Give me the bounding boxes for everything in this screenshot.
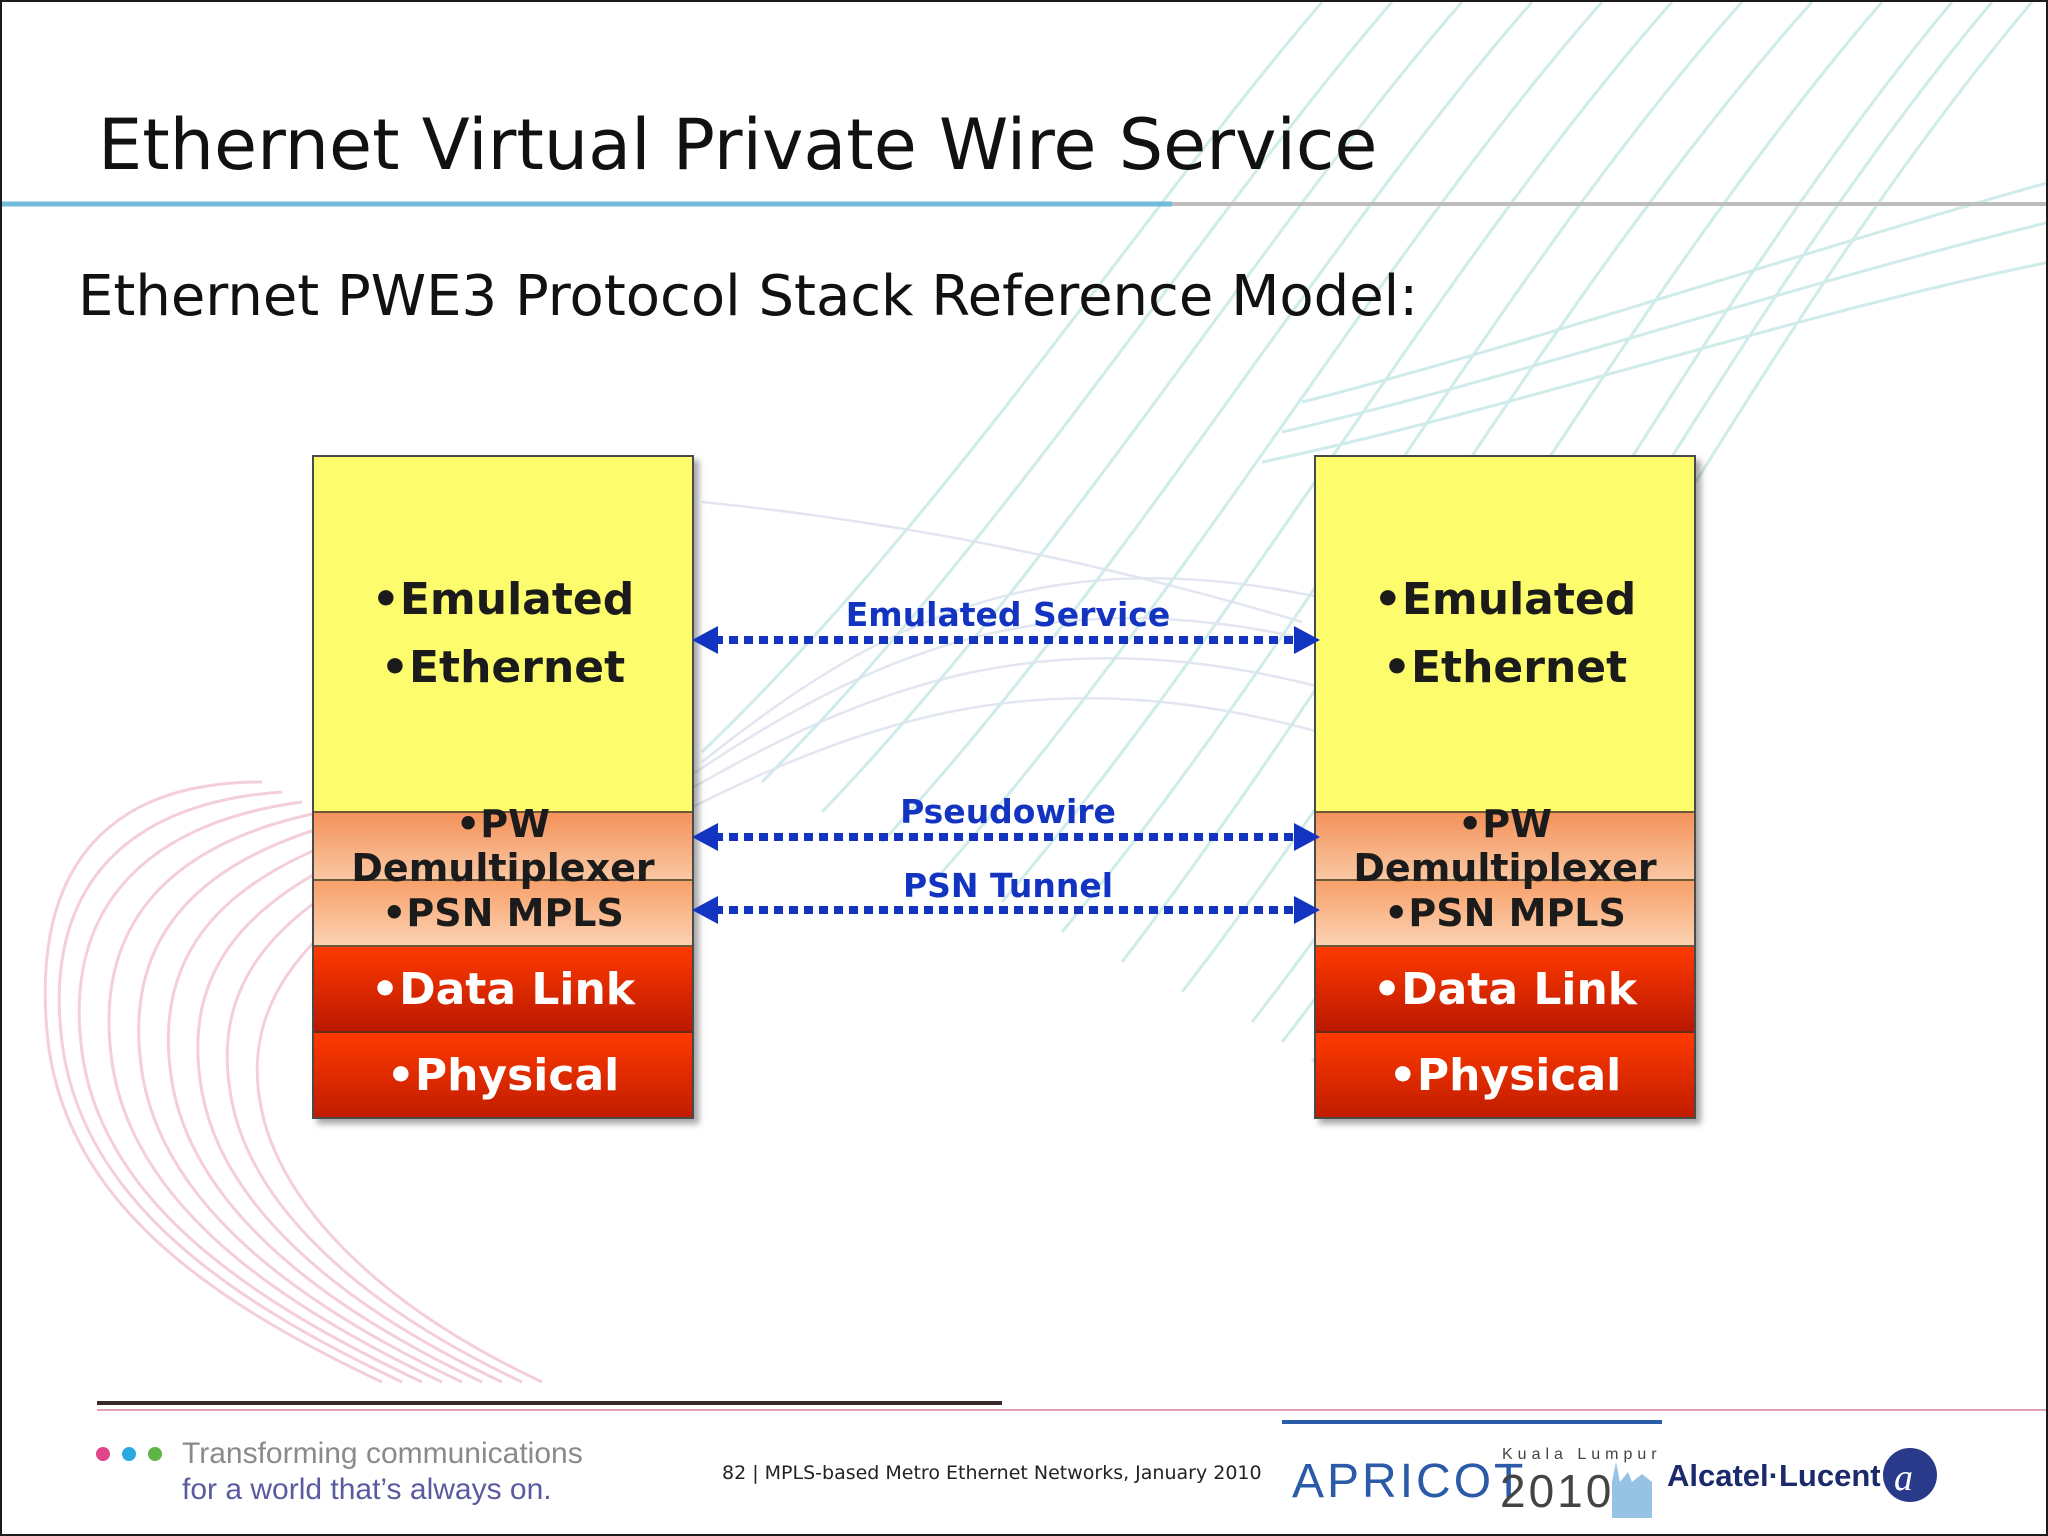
pseudowire-label: Pseudowire (900, 792, 1116, 831)
event-city: Kuala Lumpur (1502, 1446, 1662, 1463)
tagline-line-2: for a world that’s always on. (182, 1473, 552, 1506)
layer-label-ethernet: •Ethernet (1382, 642, 1628, 693)
layer-label-emulated: •Emulated (371, 574, 635, 625)
psn-mpls-layer: •PSN MPLS (1316, 881, 1694, 947)
right-protocol-stack: •Emulated •Ethernet •PW Demultiplexer •P… (1314, 455, 1696, 1119)
psn-mpls-layer: •PSN MPLS (314, 881, 692, 947)
alcatel-lucent-logo: Alcatel·Lucent (1667, 1458, 1881, 1493)
event-year: 2010 (1500, 1465, 1615, 1517)
data-link-layer: •Data Link (1316, 947, 1694, 1033)
pw-demultiplexer-layer: •PW Demultiplexer (314, 802, 692, 890)
footer-caption: 82 | MPLS-based Metro Ethernet Networks,… (722, 1462, 1262, 1484)
physical-layer: •Physical (1316, 1033, 1694, 1117)
emulated-ethernet-layer: •Emulated •Ethernet (1316, 457, 1694, 813)
layer-label-ethernet: •Ethernet (380, 642, 626, 693)
slide-subtitle: Ethernet PWE3 Protocol Stack Reference M… (78, 264, 1419, 329)
emulated-service-label: Emulated Service (845, 595, 1171, 634)
footer-tagline: Transforming communications for a world … (182, 1436, 583, 1508)
psn-tunnel-label: PSN Tunnel (902, 866, 1114, 905)
emulated-ethernet-layer: •Emulated •Ethernet (314, 457, 692, 813)
slide-title: Ethernet Virtual Private Wire Service (98, 104, 1378, 186)
data-link-layer: •Data Link (314, 947, 692, 1033)
left-protocol-stack: •Emulated •Ethernet •PW Demultiplexer •P… (312, 455, 694, 1119)
svg-text:a: a (1894, 1457, 1913, 1499)
apricot-logo-text: APRICOT (1292, 1455, 1527, 1508)
layer-label-emulated: •Emulated (1373, 574, 1637, 625)
tagline-line-1: Transforming communications (182, 1437, 583, 1470)
physical-layer: •Physical (314, 1033, 692, 1117)
pw-demultiplexer-layer: •PW Demultiplexer (1316, 802, 1694, 890)
